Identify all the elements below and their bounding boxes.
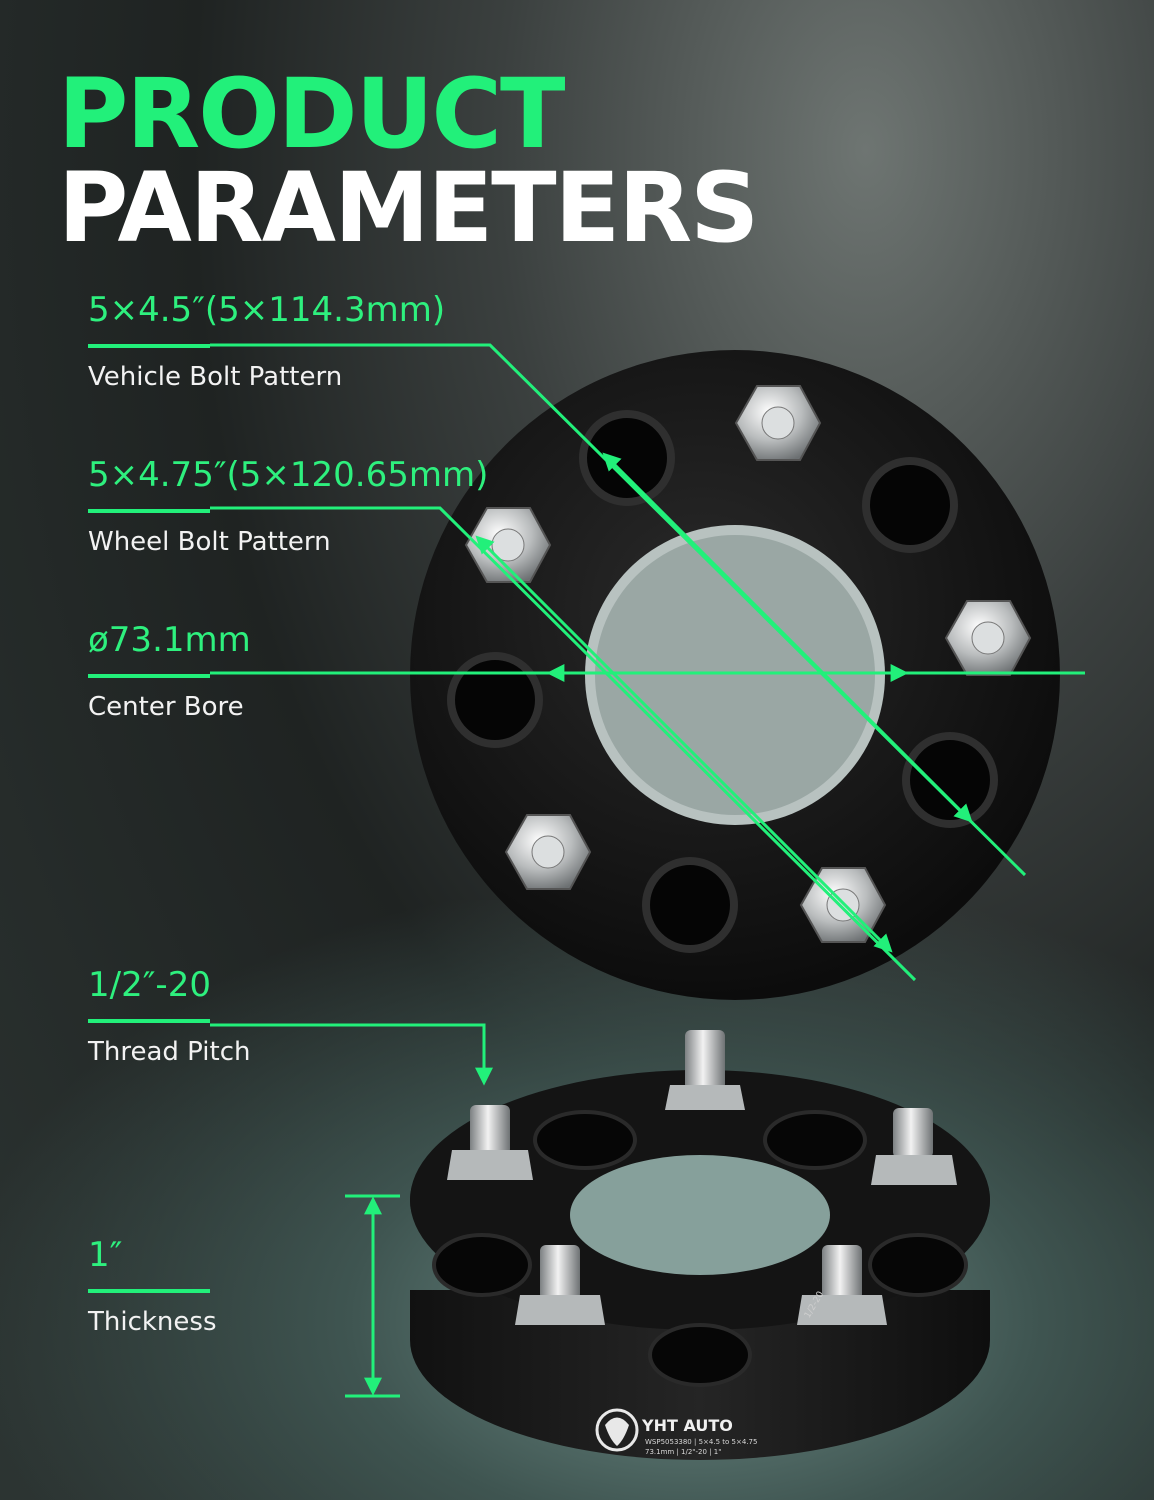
spec-label: Vehicle Bolt Pattern <box>88 362 343 392</box>
engraving-line-2: 73.1mm | 1/2"-20 | 1" <box>645 1448 722 1456</box>
spec-value: 1/2″-20 <box>88 965 211 1005</box>
spec-wheel-bolt-pattern: 5×4.75″(5×120.65mm) Wheel Bolt Pattern <box>88 455 488 557</box>
spec-value: 5×4.75″(5×120.65mm) <box>88 455 489 495</box>
spec-value: 1″ <box>88 1235 123 1275</box>
title-line-1: PRODUCT <box>58 58 565 170</box>
spec-value: 5×4.5″(5×114.3mm) <box>88 290 446 330</box>
spec-underline <box>88 509 210 513</box>
spec-vehicle-bolt-pattern: 5×4.5″(5×114.3mm) Vehicle Bolt Pattern <box>88 290 445 392</box>
brand-name: YHT AUTO <box>642 1416 733 1435</box>
spec-underline <box>88 1019 210 1023</box>
spacer-front-view <box>410 350 1060 1000</box>
spec-label: Thickness <box>88 1307 217 1337</box>
spec-label: Center Bore <box>88 692 244 722</box>
brand-logo-icon <box>595 1408 639 1452</box>
wheel-stud <box>447 1030 957 1325</box>
spec-thickness: 1″ Thickness <box>88 1235 217 1337</box>
spec-underline <box>88 674 210 678</box>
spec-underline <box>88 344 210 348</box>
spec-center-bore: ø73.1mm Center Bore <box>88 620 251 722</box>
callout-lines <box>210 343 1085 1398</box>
engraving-line-1: WSP5053380 | 5×4.5 to 5×4.75 <box>645 1438 758 1446</box>
spec-thread-pitch: 1/2″-20 Thread Pitch <box>88 965 250 1067</box>
spacer-side-view <box>410 1030 990 1460</box>
spec-underline <box>88 1289 210 1293</box>
spec-label: Wheel Bolt Pattern <box>88 527 331 557</box>
spec-value: ø73.1mm <box>88 620 251 660</box>
spec-label: Thread Pitch <box>88 1037 251 1067</box>
title-line-2: PARAMETERS <box>58 152 759 264</box>
